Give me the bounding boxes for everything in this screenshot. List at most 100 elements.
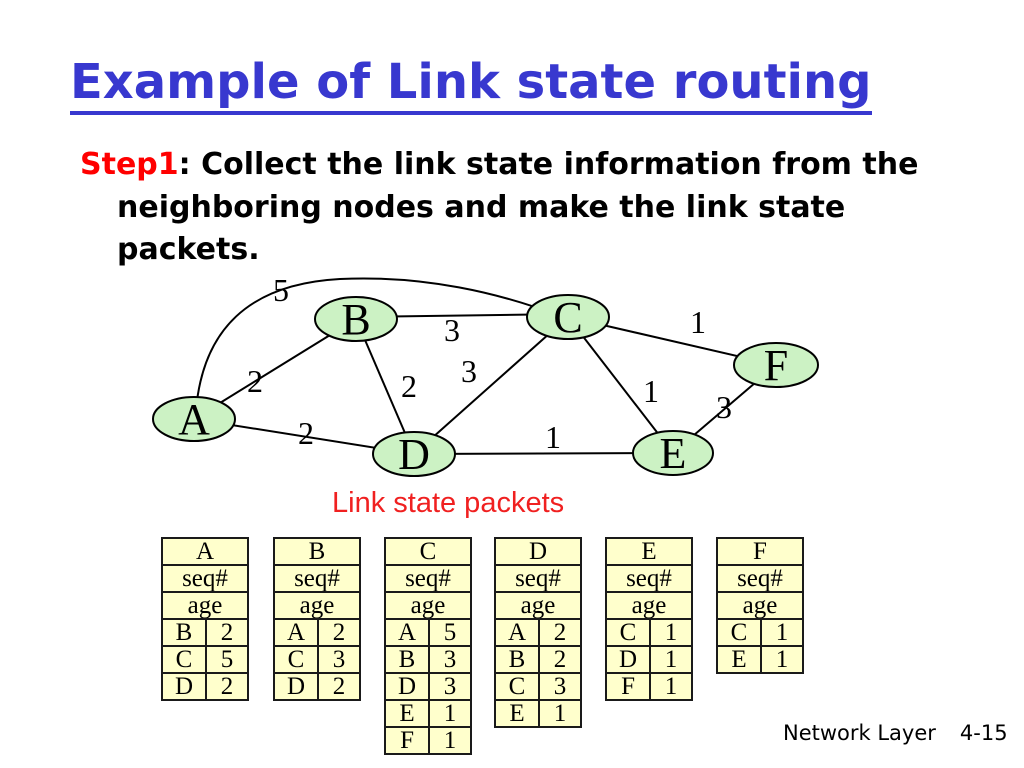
edge-C-F-weight: 1: [690, 304, 706, 340]
edge-A-D-weight: 2: [298, 415, 314, 451]
packet-age-label: age: [716, 591, 804, 620]
neighbor-cell: C: [493, 672, 541, 701]
cost-cell: 1: [428, 699, 472, 728]
cost-cell: 2: [538, 618, 582, 647]
cost-cell: 2: [317, 672, 361, 701]
packet-age-label: age: [384, 591, 472, 620]
packet-node-name: C: [384, 537, 472, 566]
neighbor-cell: F: [383, 726, 431, 755]
node-F: [733, 342, 819, 388]
cost-cell: 5: [205, 645, 249, 674]
neighbor-cell: D: [160, 672, 208, 701]
neighbor-cell: B: [383, 645, 431, 674]
cost-cell: 3: [428, 672, 472, 701]
step-line2: neighboring nodes and make the link stat…: [117, 189, 846, 268]
node-D-label: D: [398, 430, 430, 479]
packet-age-label: age: [273, 591, 361, 620]
cost-cell: 1: [428, 726, 472, 755]
diagram-caption: Link state packets: [332, 487, 565, 519]
slide-footer: Network Layer 4-15: [783, 721, 1008, 745]
edge-B-D: [355, 318, 415, 455]
neighbor-cell: D: [272, 672, 320, 701]
neighbor-cell: A: [383, 618, 431, 647]
cost-cell: 3: [428, 645, 472, 674]
neighbor-cell: A: [272, 618, 320, 647]
node-B-label: B: [341, 295, 370, 344]
edge-B-D-weight: 2: [401, 368, 417, 404]
packet-seq-label: seq#: [605, 564, 693, 593]
packet-age-label: age: [605, 591, 693, 620]
edge-A-C-weight: 5: [273, 272, 289, 308]
cost-cell: 1: [649, 672, 693, 701]
cost-cell: 3: [317, 645, 361, 674]
edge-C-D-weight: 3: [461, 353, 477, 389]
node-C-label: C: [553, 293, 582, 342]
step-text: Step1: Collect the link state informatio…: [80, 144, 960, 272]
step-line1: : Collect the link state information fro…: [178, 147, 919, 182]
neighbor-cell: F: [604, 672, 652, 701]
node-B: [314, 296, 398, 342]
edge-B-C-weight: 3: [444, 312, 460, 348]
neighbor-cell: C: [604, 618, 652, 647]
cost-cell: 5: [428, 618, 472, 647]
neighbor-cell: D: [604, 645, 652, 674]
step-label: Step1: [80, 147, 179, 182]
packet-seq-label: seq#: [494, 564, 582, 593]
node-A: [152, 396, 236, 442]
edge-A-C: [195, 277, 561, 411]
packet-seq-label: seq#: [384, 564, 472, 593]
node-A-label: A: [178, 395, 210, 444]
neighbor-cell: E: [493, 699, 541, 728]
packet-node-name: D: [494, 537, 582, 566]
edge-C-D: [413, 316, 569, 455]
packet-node-name: F: [716, 537, 804, 566]
edge-E-F-weight: 3: [716, 389, 732, 425]
cost-cell: 2: [538, 645, 582, 674]
packet-seq-label: seq#: [161, 564, 249, 593]
packet-age-label: age: [161, 591, 249, 620]
node-E-label: E: [660, 429, 687, 478]
packet-seq-label: seq#: [273, 564, 361, 593]
edge-C-E-weight: 1: [643, 373, 659, 409]
cost-cell: 2: [317, 618, 361, 647]
packet-node-name: B: [273, 537, 361, 566]
neighbor-cell: A: [493, 618, 541, 647]
neighbor-cell: B: [160, 618, 208, 647]
packet-node-name: E: [605, 537, 693, 566]
edge-A-B-weight: 2: [247, 363, 263, 399]
cost-cell: 2: [205, 672, 249, 701]
cost-cell: 2: [205, 618, 249, 647]
node-D: [372, 431, 456, 477]
edge-D-E: [413, 452, 674, 455]
packet-age-label: age: [494, 591, 582, 620]
edge-D-E-weight: 1: [545, 419, 561, 455]
packet-seq-label: seq#: [716, 564, 804, 593]
cost-cell: 1: [760, 618, 804, 647]
neighbor-cell: C: [160, 645, 208, 674]
neighbor-cell: D: [383, 672, 431, 701]
cost-cell: 1: [649, 645, 693, 674]
slide-title: Example of Link state routing: [70, 56, 872, 115]
node-E: [632, 430, 714, 476]
footer-page-number: 4-15: [959, 721, 1008, 745]
